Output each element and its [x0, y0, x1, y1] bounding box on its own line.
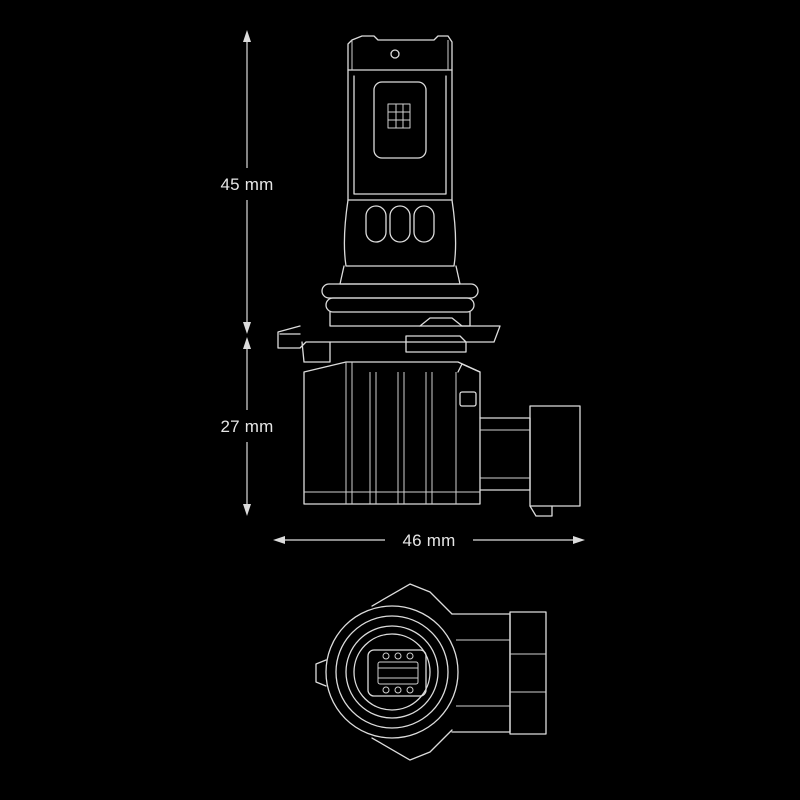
bulb-base-housing	[303, 361, 481, 505]
bulb-mount-tabs	[277, 317, 501, 363]
bulb-lower-body	[343, 199, 457, 267]
bulb-flange	[321, 265, 479, 327]
height-lower-label: 27 mm	[221, 417, 274, 436]
dimension-height-lower: 27 mm	[221, 337, 274, 516]
bulb-top-cap	[347, 35, 453, 71]
dimension-width: 46 mm	[273, 531, 585, 550]
dimension-height-upper: 45 mm	[221, 30, 274, 334]
connector-housing-bottom-view	[451, 611, 547, 735]
vent-slot-middle	[389, 205, 411, 243]
bulb-side-view	[277, 35, 581, 517]
led-chip-icon	[387, 103, 411, 129]
width-label: 46 mm	[403, 531, 456, 550]
bulb-upper-body	[347, 69, 453, 201]
vent-slot-left	[365, 205, 387, 243]
connector-face	[367, 649, 427, 697]
vent-slot-right	[413, 205, 435, 243]
bulb-bottom-view	[315, 583, 547, 761]
height-upper-label: 45 mm	[221, 175, 274, 194]
bulb-side-connector	[479, 405, 581, 517]
